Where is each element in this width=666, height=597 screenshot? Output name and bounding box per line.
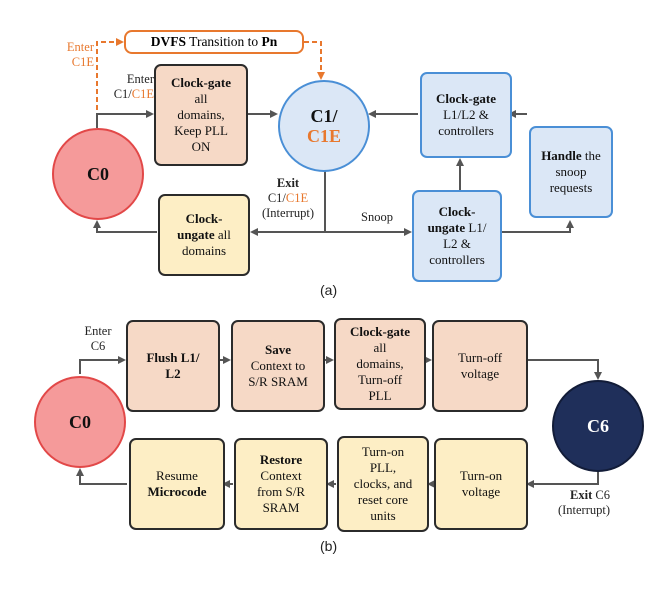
resume-microcode-box: Resume Microcode <box>129 438 225 530</box>
c0-node-a: C0 <box>52 128 144 220</box>
arrow-ungate-to-handle <box>501 220 574 233</box>
dvfs-transition-box: DVFS Transition to Pn <box>124 30 304 54</box>
handle-snoop-box: Handle the snoop requests <box>529 126 613 218</box>
c1-c1e-node: C1/ C1E <box>278 80 370 172</box>
clock-gate-all-domains-box: Clock-gate all domains, Keep PLL ON <box>154 64 248 166</box>
caption-b: (b) <box>320 538 338 554</box>
enter-c6-label: Enter C6 <box>84 324 112 353</box>
clock-ungate-l1l2-box: Clock- ungate L1/ L2 & controllers <box>412 190 502 282</box>
exit-c6-label: Exit C6 (Interrupt) <box>557 488 610 517</box>
arrow-c0-to-flush <box>79 356 126 374</box>
save-context-box: Save Context to S/R SRAM <box>231 320 325 412</box>
dvfs-target: Pn <box>261 34 278 49</box>
turn-on-voltage-box: Turn-on voltage <box>434 438 528 530</box>
caption-a: (a) <box>320 282 338 298</box>
exit-c1-label: Exit C1/C1E (Interrupt) <box>261 176 315 220</box>
clock-ungate-all-box: Clock- ungate all domains <box>158 194 250 276</box>
dvfs-mid: Transition to <box>186 34 262 49</box>
turn-on-pll-box: Turn-on PLL, clocks, and reset core unit… <box>337 436 429 532</box>
arrow-dvfs-start <box>96 38 124 126</box>
arrow-c0-to-clockgate <box>96 110 154 128</box>
dvfs-prefix: DVFS <box>150 34 187 49</box>
c0-node-b: C0 <box>34 376 126 468</box>
arrow-ungateall-to-c0 <box>93 220 157 233</box>
arrow-turnoff-to-c6 <box>528 359 602 380</box>
flush-l1l2-box: Flush L1/ L2 <box>126 320 220 412</box>
c6-node: C6 <box>552 380 644 472</box>
enter-c1e-label: Enter C1E <box>66 40 94 69</box>
clock-gate-turnoff-pll-box: Clock-gate all domains, Turn-off PLL <box>334 318 426 410</box>
enter-c1-label: Enter C1/C1E <box>113 72 154 101</box>
arrow-resume-to-c0 <box>76 468 127 485</box>
turn-off-voltage-box: Turn-off voltage <box>432 320 528 412</box>
arrow-c6-to-turnon <box>526 468 599 488</box>
snoop-label: Snoop <box>361 210 393 224</box>
restore-context-box: Restore Context from S/R SRAM <box>234 438 328 530</box>
arrow-dvfs-to-c1 <box>304 41 325 80</box>
clock-gate-l1l2-box: Clock-gate L1/L2 & controllers <box>420 72 512 158</box>
